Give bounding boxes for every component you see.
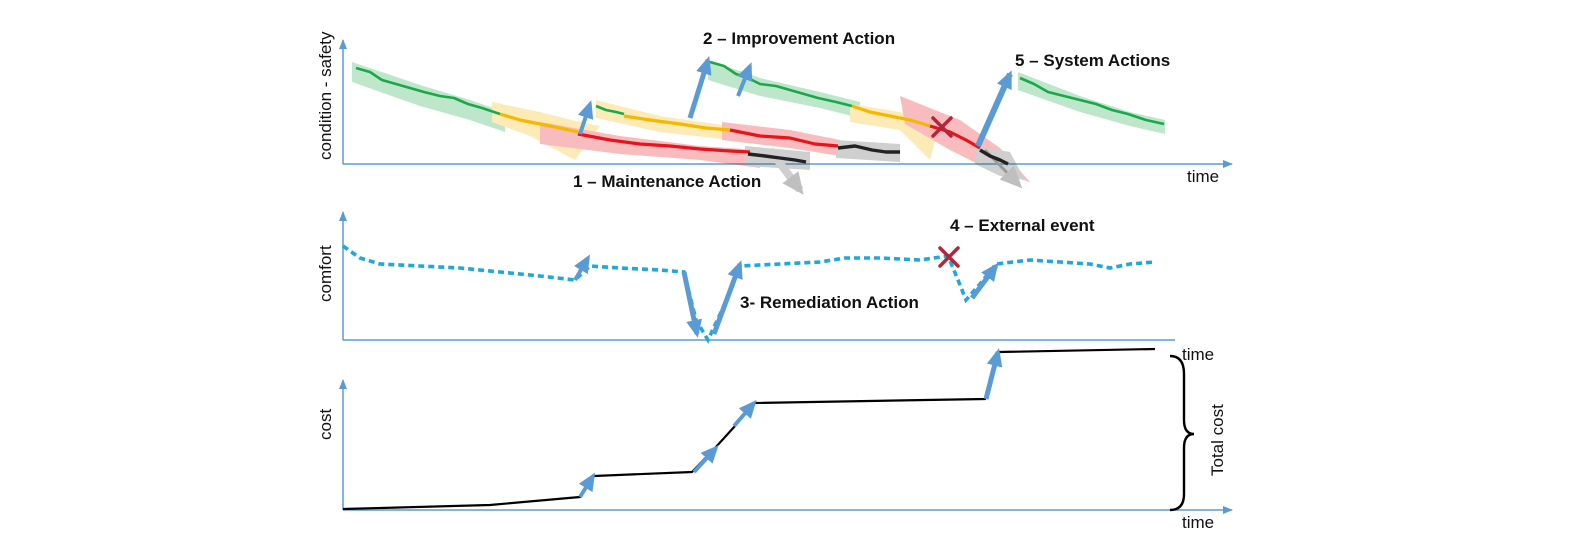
external-event-x-mark-icon [938, 246, 960, 268]
condition-yellow-3 [851, 104, 931, 128]
total-cost-label: Total cost [1208, 404, 1227, 476]
external-event-label: 4 – External event [950, 216, 1095, 235]
condition-green-2 [709, 60, 853, 108]
comfort-drop-arrow [681, 271, 702, 338]
system-actions-label: 5 – System Actions [1015, 51, 1170, 70]
condition-green-1 [355, 66, 501, 116]
comfort-recover-arrow [970, 262, 999, 300]
condition-black-2 [837, 144, 900, 154]
band-yellow-1 [492, 102, 600, 160]
comfort-line [341, 244, 1156, 344]
band-green-1 [352, 62, 505, 132]
cost-x-label: time [1182, 513, 1214, 532]
maintenance-action-label: 1 – Maintenance Action [573, 172, 761, 191]
remediation-action-label: 3- Remediation Action [740, 293, 919, 312]
cost-step-arrow-1 [578, 472, 596, 499]
condition-green-short [595, 104, 625, 116]
cost-line [342, 347, 1156, 511]
cost-step-arrow-3 [732, 399, 757, 428]
cost-panel: cost time Total cost [316, 347, 1233, 532]
curly-brace-icon [1169, 354, 1195, 512]
comfort-panel: comfort time 3- Remediation Action 4 – E… [316, 211, 1214, 364]
comfort-x-label: time [1182, 345, 1214, 364]
condition-black-3 [979, 148, 1009, 166]
system-action-arrow [975, 70, 1013, 148]
remediation-action-arrow [711, 260, 743, 335]
maintenance-action-arrow [577, 100, 594, 135]
safety-y-label: condition - safety [316, 31, 335, 160]
condition-red-1 [577, 132, 751, 154]
safety-panel: condition - safety time 1 – Maintenance … [316, 29, 1233, 195]
cost-step-arrow-4 [983, 348, 1003, 400]
condition-black-1 [747, 152, 807, 164]
condition-lines [355, 60, 1165, 166]
band-yellow-2 [596, 100, 730, 140]
improvement-action-label: 2 – Improvement Action [703, 29, 895, 48]
improvement-action-arrow-2 [736, 62, 753, 97]
cost-y-label: cost [316, 409, 335, 440]
condition-red-2 [729, 128, 839, 148]
safety-x-label: time [1187, 167, 1219, 186]
band-yellow-3 [850, 104, 940, 160]
comfort-y-label: comfort [316, 245, 335, 302]
x-mark-icon [931, 116, 953, 138]
condition-green-3 [1019, 76, 1165, 126]
condition-yellow-1 [499, 112, 579, 134]
condition-yellow-2 [623, 114, 731, 132]
cost-step-arrow-2 [692, 445, 719, 474]
comfort-improve-arrow [573, 254, 591, 282]
improvement-action-arrow [687, 56, 712, 119]
